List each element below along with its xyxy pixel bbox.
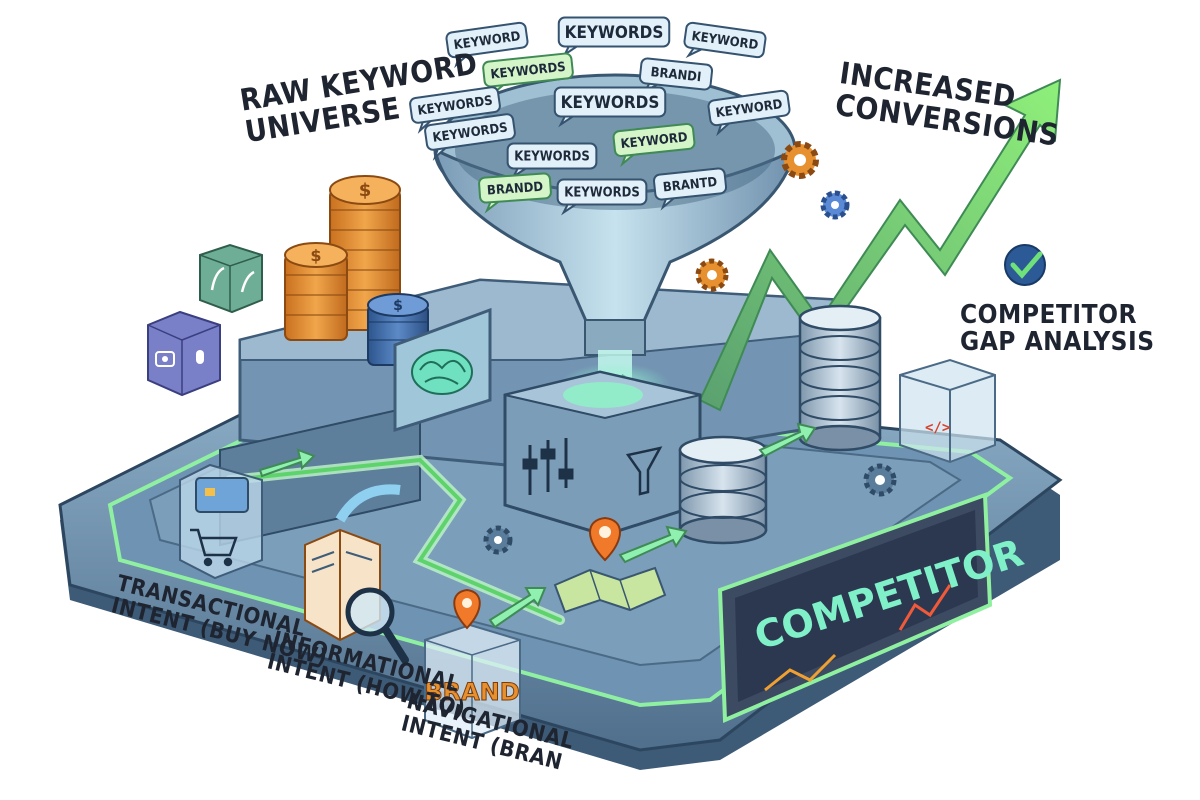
keyword-bubble-text: KEYWORD <box>620 130 689 152</box>
gear-icon <box>820 190 850 220</box>
gear-icon <box>483 525 513 555</box>
competitor-panel: COMPETITOR <box>717 492 1028 723</box>
gear-icon <box>781 141 819 179</box>
curved-arrow <box>335 484 401 523</box>
keyword-bubble: KEYWORDS <box>556 178 648 216</box>
dollar-icon: $ <box>359 180 372 201</box>
camera-mic-cube-icon <box>147 310 221 397</box>
trend-line-icon <box>764 653 837 692</box>
keyword-bubble: KEYWORD <box>707 89 791 137</box>
transactional-cube <box>179 463 263 580</box>
keyword-bubble-text: BRANDD <box>487 180 544 199</box>
database-tall <box>798 304 882 452</box>
keyword-bubble-text: KEYWORDS <box>561 93 660 113</box>
brand-cube: BRAND <box>424 588 521 740</box>
keyword-bubble: KEYWORDS <box>557 16 671 58</box>
location-pin-icon <box>453 588 481 630</box>
coin-stack-orange-short: $ <box>284 242 348 341</box>
brand-text: BRAND <box>424 678 519 706</box>
code-icon: </> <box>925 420 950 436</box>
map-with-pin <box>553 516 667 614</box>
keyword-bubble: KEYWORDS <box>482 52 574 98</box>
dollar-icon: $ <box>393 298 403 314</box>
keyword-bubble-text: KEYWORDS <box>565 23 664 43</box>
gear-icon <box>863 463 897 497</box>
keyword-bubble: BRANTD <box>652 167 728 211</box>
shopping-cart-icon <box>190 528 238 567</box>
flow-arrows <box>258 422 817 629</box>
keyword-bubble: BRANDI <box>638 57 714 94</box>
processing-unit <box>503 370 702 537</box>
credit-card-icon <box>195 477 249 513</box>
sliders-icon <box>522 438 574 495</box>
keyword-bubble-text: KEYWORDS <box>564 186 640 201</box>
keyword-bubble: BRANDD <box>478 172 552 214</box>
keyword-bubble: KEYWORDS <box>409 86 501 134</box>
gear-icon <box>695 258 729 292</box>
magnifier-icon <box>345 587 409 664</box>
trend-line-icon <box>898 584 952 631</box>
location-pin-icon <box>589 516 621 562</box>
keyword-bubble: KEYWORDS <box>424 113 516 161</box>
keyword-bubble: KEYWORDS <box>506 142 598 180</box>
keyword-bubble-text: KEYWORDS <box>514 150 590 165</box>
keyword-bubble: KEYWORD <box>445 21 529 69</box>
code-cube: </> <box>899 358 996 464</box>
filter-funnel-icon <box>625 446 663 496</box>
database-short <box>678 435 768 545</box>
dollar-icon: $ <box>310 246 321 265</box>
keyword-bubble-text: BRANTD <box>662 175 718 196</box>
keyword-bubble-text: BRANDI <box>650 65 702 85</box>
feather-cube-icon <box>199 243 263 314</box>
checkmark-badge-icon <box>1004 244 1046 286</box>
keyword-bubble: KEYWORDS <box>553 86 667 128</box>
data-flow-path <box>225 454 565 625</box>
brain-ai-panel <box>393 307 492 433</box>
keyword-bubble: KEYWORD <box>612 122 696 168</box>
growth-arrow <box>698 78 1062 412</box>
brain-icon <box>411 349 473 395</box>
keyword-bubble: KEYWORD <box>683 21 767 59</box>
